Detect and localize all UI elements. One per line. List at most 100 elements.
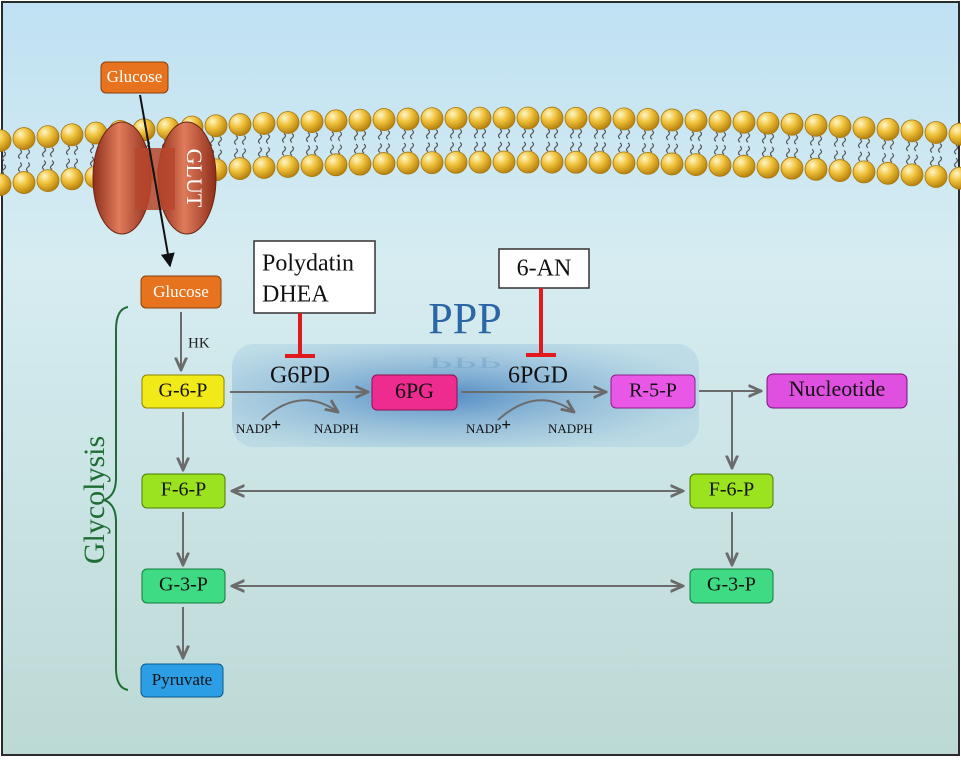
cofactor-arc-2 [497, 399, 574, 421]
lipid-tail [361, 143, 367, 154]
lipid-head [780, 156, 804, 180]
lipid-tail [449, 141, 455, 152]
lipid-tail [217, 136, 223, 147]
lipid-head [900, 163, 924, 187]
lipid-tail [353, 130, 359, 141]
lipid-tail [881, 139, 887, 150]
lipid-tail [449, 128, 455, 139]
lipid-tail [817, 135, 823, 146]
lipid-tail [505, 141, 511, 152]
lipid-tail [457, 128, 463, 139]
ppp-label-reflection: PPP [428, 354, 501, 371]
lipid-head [732, 154, 756, 178]
lipid-tail [329, 144, 335, 155]
r5p-label: R-5-P [629, 380, 677, 402]
lipid-tail [809, 135, 815, 146]
lipid-tail [241, 135, 247, 146]
lipid-tail [809, 148, 815, 159]
lipid-tail [305, 145, 311, 156]
lipid-tail [433, 129, 439, 140]
lipid-tail [569, 128, 575, 139]
lipid-tail [89, 156, 95, 167]
lipid-head [204, 114, 228, 138]
lipid-tail [1, 151, 7, 162]
lipid-tail [865, 151, 871, 162]
lipid-head [36, 169, 60, 193]
lipid-tail [713, 144, 719, 155]
glut-transporter: GLUT [92, 121, 217, 235]
lipid-head [0, 129, 12, 153]
lipid-tail [529, 128, 535, 139]
lipid-tail [233, 135, 239, 146]
lipid-tail [233, 148, 239, 159]
lipid-tail [385, 130, 391, 141]
lipid-tail [857, 151, 863, 162]
lipid-head [900, 119, 924, 143]
lipid-head [828, 115, 852, 138]
lipid-head [60, 167, 84, 191]
lipid-head [468, 106, 492, 130]
lipid-tail [25, 149, 31, 160]
lipid-tail [593, 129, 599, 140]
lipid-tail [361, 130, 367, 141]
cofactor-arc-1 [261, 399, 338, 421]
lipid-head [252, 156, 276, 179]
lipid-head [276, 111, 300, 134]
lipid-tail [65, 145, 71, 156]
lipid-tail [377, 143, 383, 154]
lipid-head [348, 108, 372, 132]
lipid-tail [257, 146, 263, 157]
lipid-tail [665, 130, 671, 141]
lipid-tail [673, 143, 679, 154]
lipid-head [636, 151, 660, 175]
lipid-tail [217, 149, 223, 160]
inhibitor-dhea: DHEA [262, 282, 329, 308]
lipid-tail [305, 132, 311, 143]
lipid-head [756, 111, 780, 135]
glucose-inside-node: Glucose [140, 275, 222, 309]
lipid-tail [497, 141, 503, 152]
lipid-tail [505, 128, 511, 139]
r5p-node: R-5-P [610, 374, 696, 409]
lipid-head [948, 122, 961, 146]
lipid-head [372, 108, 396, 131]
lipid-tail [385, 143, 391, 154]
lipid-tail [857, 138, 863, 149]
lipid-head [924, 121, 948, 144]
lipid-tail [905, 154, 911, 165]
lipid-tail [257, 133, 263, 144]
lipid-tail [1, 164, 7, 175]
lipid-tail [377, 130, 383, 141]
lipid-tail [425, 129, 431, 140]
lipid-tail [641, 142, 647, 153]
nadph-label-2: NADPH [548, 421, 593, 436]
lipid-tail [745, 132, 751, 143]
lipid-head [660, 108, 684, 132]
lipid-head [12, 127, 36, 150]
lipid-tail [721, 144, 727, 155]
lipid-tail [889, 152, 895, 163]
glycolysis-brace [100, 306, 129, 691]
lipid-tail [841, 137, 847, 148]
lipid-head [228, 113, 252, 136]
lipid-tail [761, 146, 767, 157]
lipid-tail [625, 129, 631, 140]
inhibitor-polydatin: Polydatin [262, 251, 354, 277]
f6p-right-label: F-6-P [709, 479, 755, 501]
lipid-tail [817, 148, 823, 159]
lipid-tail [689, 144, 695, 155]
lipid-head [324, 109, 348, 133]
lipid-tail [17, 149, 23, 160]
lipid-tail [889, 139, 895, 150]
glucose-inside-label: Glucose [153, 282, 209, 301]
lipid-tail [953, 157, 959, 168]
lipid-head [948, 166, 961, 190]
lipid-tail [41, 160, 47, 171]
lipid-head [852, 116, 876, 140]
lipid-tail [737, 132, 743, 143]
lipid-tail [913, 141, 919, 152]
lipid-head [348, 152, 372, 176]
lipid-tail [937, 142, 943, 153]
glycolysis-label: Glycolysis [78, 436, 111, 564]
